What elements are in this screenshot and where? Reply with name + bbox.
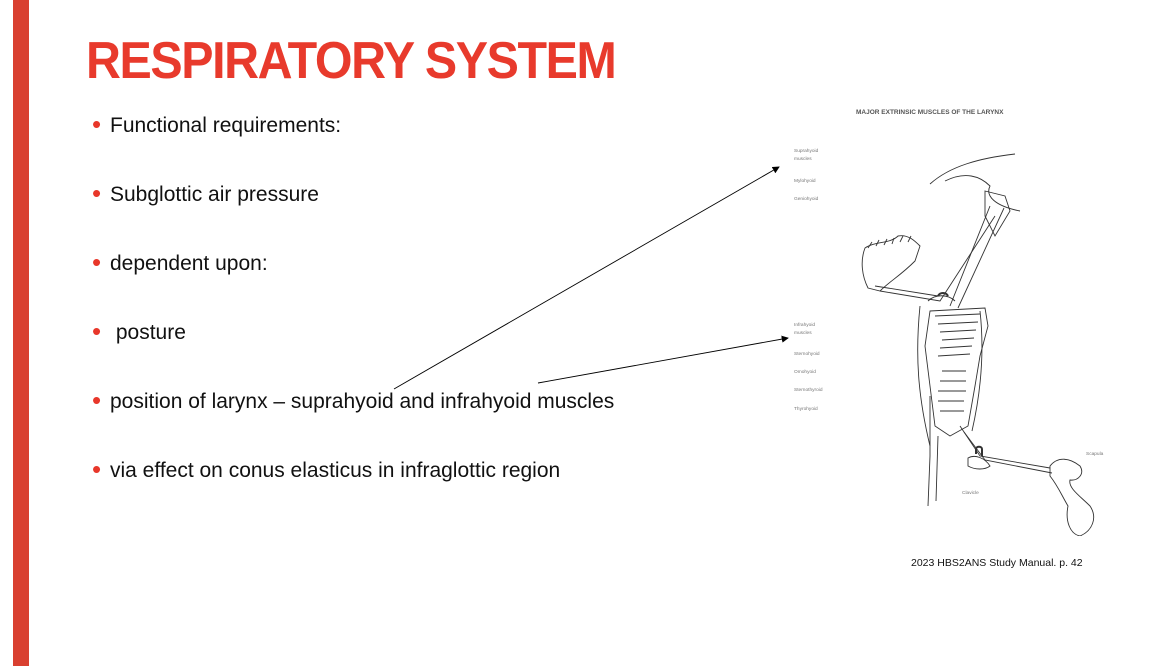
scapula-label: Scapula: [1086, 451, 1104, 457]
bullet-text: Subglottic air pressure: [110, 183, 319, 206]
bullet-item: • posture: [92, 316, 614, 389]
suprahyoid-group-label: Suprahyoid: [794, 148, 819, 154]
bullet-text: via effect on conus elasticus in infragl…: [110, 459, 561, 482]
clavicle-label: Clavicle: [962, 490, 979, 496]
sternothyroid-label: Sternothyroid: [794, 387, 823, 393]
bullet-item: • dependent upon:: [92, 247, 614, 320]
suprahyoid-group-label: muscles: [794, 156, 812, 162]
omohyoid-label: Omohyoid: [794, 369, 816, 375]
mylohyoid-label: Mylohyoid: [794, 178, 816, 184]
bullet-item: • via effect on conus elasticus in infra…: [92, 454, 614, 527]
accent-bar: [13, 0, 29, 666]
infrahyoid-group-label: Infrahyoid: [794, 322, 815, 328]
figure-title: MAJOR EXTRINSIC MUSCLES OF THE LARYNX: [856, 109, 1004, 116]
thyrohyoid-label: Thyrohyoid: [794, 406, 818, 412]
bullet-dot-icon: •: [92, 247, 102, 277]
larynx-muscle-diagram: MAJOR EXTRINSIC MUSCLES OF THE LARYNX Su…: [794, 109, 1104, 536]
bullet-dot-icon: •: [92, 109, 102, 139]
bullet-item: • Functional requirements:: [92, 109, 614, 182]
anatomy-drawing: [861, 153, 1094, 536]
bullet-dot-icon: •: [92, 316, 102, 346]
bullet-dot-icon: •: [92, 454, 102, 484]
figure-caption: 2023 HBS2ANS Study Manual. p. 42: [911, 557, 1083, 569]
sternohyoid-label: Sternohyoid: [794, 351, 820, 357]
bullet-item: • Subglottic air pressure: [92, 178, 614, 251]
infrahyoid-group-label: muscles: [794, 330, 812, 336]
bullet-item: • position of larynx – suprahyoid and in…: [92, 385, 615, 458]
bullet-text: Functional requirements:: [110, 114, 342, 137]
bullet-text: posture: [110, 321, 186, 344]
bullet-list: • Functional requirements: • Subglottic …: [92, 109, 615, 527]
geniohyoid-label: Geniohyoid: [794, 196, 819, 202]
bullet-dot-icon: •: [92, 385, 102, 415]
slide-title: RESPIRATORY SYSTEM: [86, 32, 617, 90]
bullet-text: dependent upon:: [110, 252, 268, 275]
bullet-text: position of larynx – suprahyoid and infr…: [110, 390, 615, 413]
bullet-dot-icon: •: [92, 178, 102, 208]
